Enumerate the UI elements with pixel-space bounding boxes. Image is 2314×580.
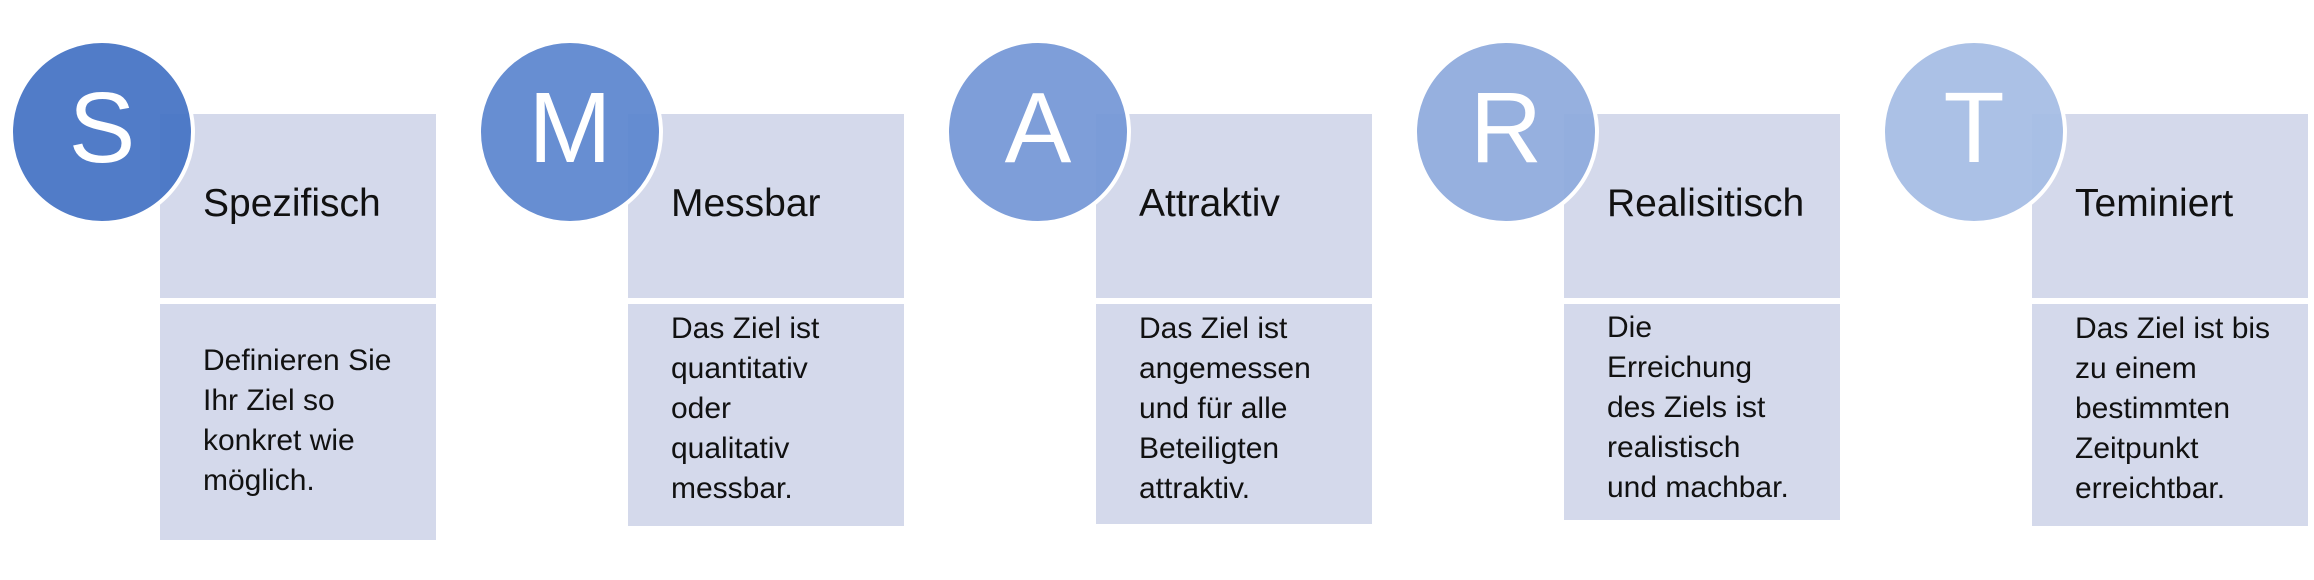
desc-line: Das Ziel ist	[1139, 312, 1288, 345]
smart-item-realisitisch: Realisitisch Die Erreichung des Ziels is…	[1404, 0, 1844, 580]
desc-line: messbar.	[671, 472, 793, 505]
desc-line: bestimmten	[2075, 392, 2231, 425]
title-box	[1096, 114, 1372, 298]
item-letter: S	[68, 72, 136, 184]
desc-line: realistisch	[1607, 431, 1741, 464]
title-box	[1564, 114, 1840, 298]
desc-line: attraktiv.	[1139, 472, 1251, 505]
item-title: Spezifisch	[203, 182, 381, 225]
description-box: Die Erreichung des Ziels ist realistisch…	[1564, 304, 1840, 520]
desc-line: und machbar.	[1607, 471, 1789, 504]
desc-line: oder	[671, 392, 732, 425]
desc-line: möglich.	[203, 464, 315, 497]
desc-line: konkret wie	[203, 424, 355, 457]
item-letter: R	[1469, 72, 1543, 184]
letter-circle: T	[1881, 39, 2067, 225]
item-letter: T	[1943, 72, 2005, 184]
desc-line: angemessen	[1139, 352, 1311, 385]
item-title: Realisitisch	[1607, 182, 1805, 225]
desc-line: quantitativ	[671, 352, 808, 385]
letter-circle: S	[9, 39, 195, 225]
desc-line: Die	[1607, 311, 1653, 344]
description-box: Das Ziel ist angemessen und für alle Bet…	[1096, 304, 1372, 524]
desc-line: Das Ziel ist bis	[2075, 312, 2271, 345]
desc-line: des Ziels ist	[1607, 391, 1766, 424]
desc-line: zu einem	[2075, 352, 2197, 385]
desc-line: Erreichung	[1607, 351, 1753, 384]
desc-line: erreichtbar.	[2075, 472, 2226, 505]
smart-item-messbar: Messbar Das Ziel ist quantitativ oder qu…	[468, 0, 908, 580]
smart-item-teminiert: Teminiert Das Ziel ist bis zu einem best…	[1872, 0, 2312, 580]
title-box	[628, 114, 904, 298]
letter-circle: M	[477, 39, 663, 225]
title-box	[160, 114, 436, 298]
desc-line: Zeitpunkt	[2075, 432, 2199, 465]
smart-item-attraktiv: Attraktiv Das Ziel ist angemessen und fü…	[936, 0, 1376, 580]
desc-line: qualitativ	[671, 432, 790, 465]
item-title: Teminiert	[2075, 182, 2234, 225]
item-letter: M	[528, 72, 612, 184]
smart-item-spezifisch: Spezifisch Definieren Sie Ihr Ziel so ko…	[0, 0, 440, 580]
desc-line: Ihr Ziel so	[203, 384, 335, 417]
item-title: Attraktiv	[1139, 182, 1280, 225]
description-box: Das Ziel ist quantitativ oder qualitativ…	[628, 304, 904, 526]
item-title: Messbar	[671, 182, 821, 225]
description-box: Das Ziel ist bis zu einem bestimmten Zei…	[2032, 304, 2308, 526]
item-letter: A	[1004, 72, 1072, 184]
letter-circle: A	[945, 39, 1131, 225]
desc-line: und für alle	[1139, 392, 1288, 425]
desc-line: Das Ziel ist	[671, 312, 820, 345]
desc-line: Beteiligten	[1139, 432, 1280, 465]
letter-circle: R	[1413, 39, 1599, 225]
description-box: Definieren Sie Ihr Ziel so konkret wie m…	[160, 304, 436, 540]
title-box	[2032, 114, 2308, 298]
desc-line: Definieren Sie	[203, 344, 392, 377]
